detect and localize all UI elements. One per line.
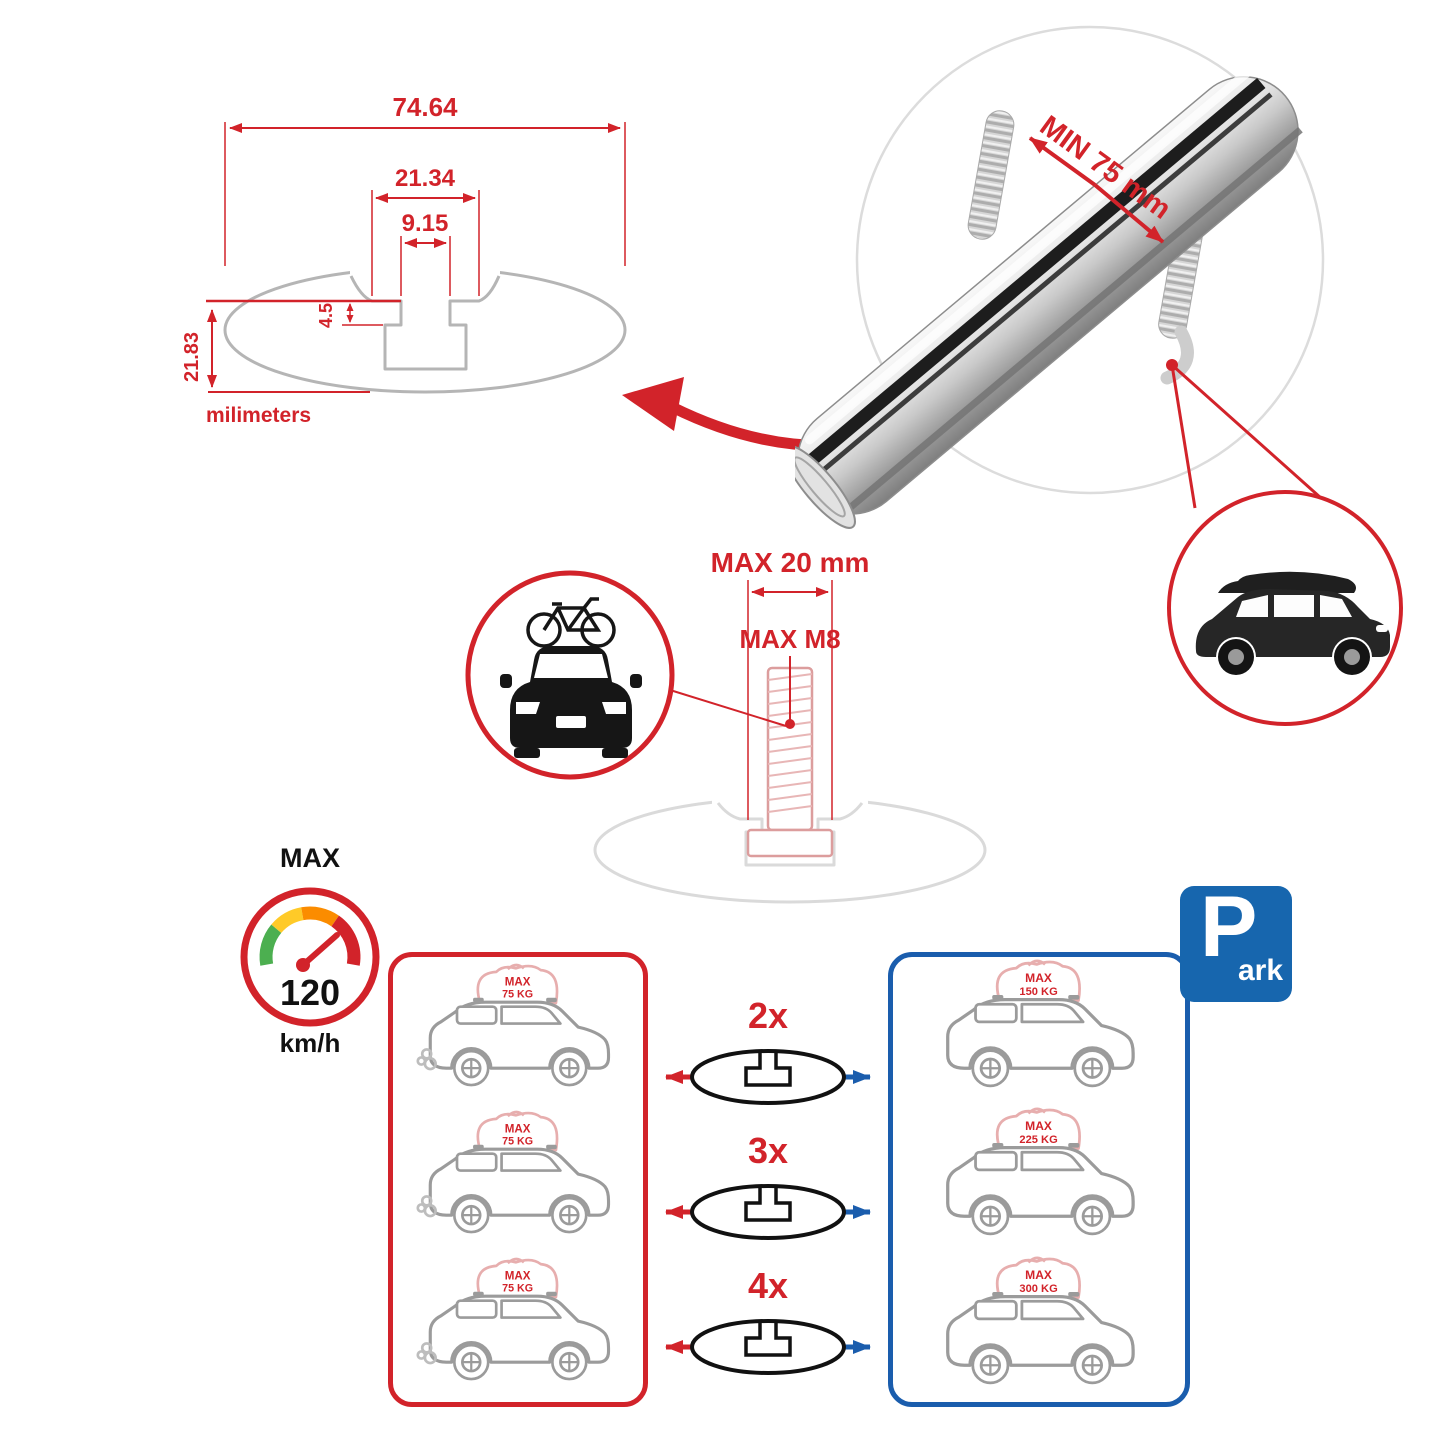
bicycle-icon [526, 597, 616, 648]
parked-load-panel: MAX 150 KG MAX 225 KG MAX 300 KG [888, 952, 1190, 1407]
park-sign: P ark [1180, 879, 1292, 1002]
crossbar-count-icon [665, 1319, 871, 1375]
speed-units: km/h [280, 1028, 341, 1058]
car-load-75kg-3: MAX 75 KG [415, 1257, 610, 1381]
cargo-weight-label: 300 KG [1019, 1283, 1057, 1295]
cargo-max-label: MAX [1025, 971, 1052, 985]
multiplier-count: 2x [747, 995, 789, 1036]
cargo-max-label: MAX [504, 1270, 530, 1282]
cargo-max-label: MAX [1025, 1119, 1052, 1133]
max-width-label: MAX 20 mm [711, 547, 870, 578]
dimension-lines [206, 122, 626, 393]
max-thread-label: MAX M8 [739, 624, 840, 654]
car-load-75kg-1: MAX 75 KG [415, 963, 610, 1087]
driving-load-panel: MAX 75 KG MAX 75 KG MAX 75 KG [388, 952, 648, 1407]
dim-channel-width: 21.34 [395, 165, 456, 192]
crossbar-profile-outline [223, 262, 627, 394]
crossbar-dimension-drawing: 74.64 21.34 9.15 4.5 21.83 milimeters [181, 92, 627, 427]
crossbar-closeup: MIN 75 mm [795, 25, 1403, 726]
dim-height: 21.83 [181, 332, 203, 382]
swoosh-arrowhead [622, 377, 684, 431]
suv-with-roofbox-icon [1195, 571, 1390, 675]
dim-total-width: 74.64 [392, 92, 458, 122]
car-load-300kg: MAX 300 KG [945, 1255, 1135, 1385]
car-load-75kg-2: MAX 75 KG [415, 1110, 610, 1234]
cargo-max-label: MAX [1025, 1268, 1052, 1282]
t-bolt-drawing [746, 666, 834, 858]
park-sign-rest: ark [1238, 954, 1284, 987]
bolt-dimension-diagram: MAX 20 mm MAX M8 [465, 547, 987, 904]
car-load-150kg: MAX 150 KG [945, 959, 1135, 1088]
car-load-225kg: MAX 225 KG [945, 1107, 1135, 1236]
park-sign-letter: P [1200, 879, 1258, 975]
cargo-weight-label: 225 KG [1019, 1134, 1057, 1146]
cargo-weight-label: 75 KG [502, 1136, 533, 1148]
speed-limit-gauge: MAX 120 km/h [240, 845, 380, 1058]
cargo-weight-label: 75 KG [502, 1283, 533, 1295]
cargo-max-label: MAX [504, 1123, 530, 1135]
multiplier-count: 4x [747, 1265, 789, 1306]
crossbar-count-icon [665, 1184, 871, 1240]
crossbar-count-icon [665, 1049, 871, 1105]
cargo-max-label: MAX [504, 976, 530, 988]
car-front-icon [500, 646, 642, 758]
cargo-weight-label: 75 KG [502, 989, 533, 1001]
multiplier-count: 3x [747, 1130, 789, 1171]
multiplier-row-4x: 4x [648, 1265, 888, 1392]
aluminum-crossbar [795, 68, 1303, 529]
multiplier-row-2x: 2x [648, 995, 888, 1122]
u-bolt-clamp [967, 110, 1204, 385]
dim-slot-depth: 4.5 [316, 303, 336, 328]
units-label: milimeters [206, 404, 311, 427]
bolt-dimensions [669, 580, 833, 820]
dim-slot-width: 9.15 [402, 210, 449, 237]
gauge-needle [300, 932, 340, 968]
multiplier-row-3x: 3x [648, 1130, 888, 1257]
gauge-arc [259, 906, 361, 966]
speed-value: 120 [280, 972, 340, 1013]
speed-max-label: MAX [280, 845, 340, 873]
cargo-weight-label: 150 KG [1019, 986, 1057, 998]
